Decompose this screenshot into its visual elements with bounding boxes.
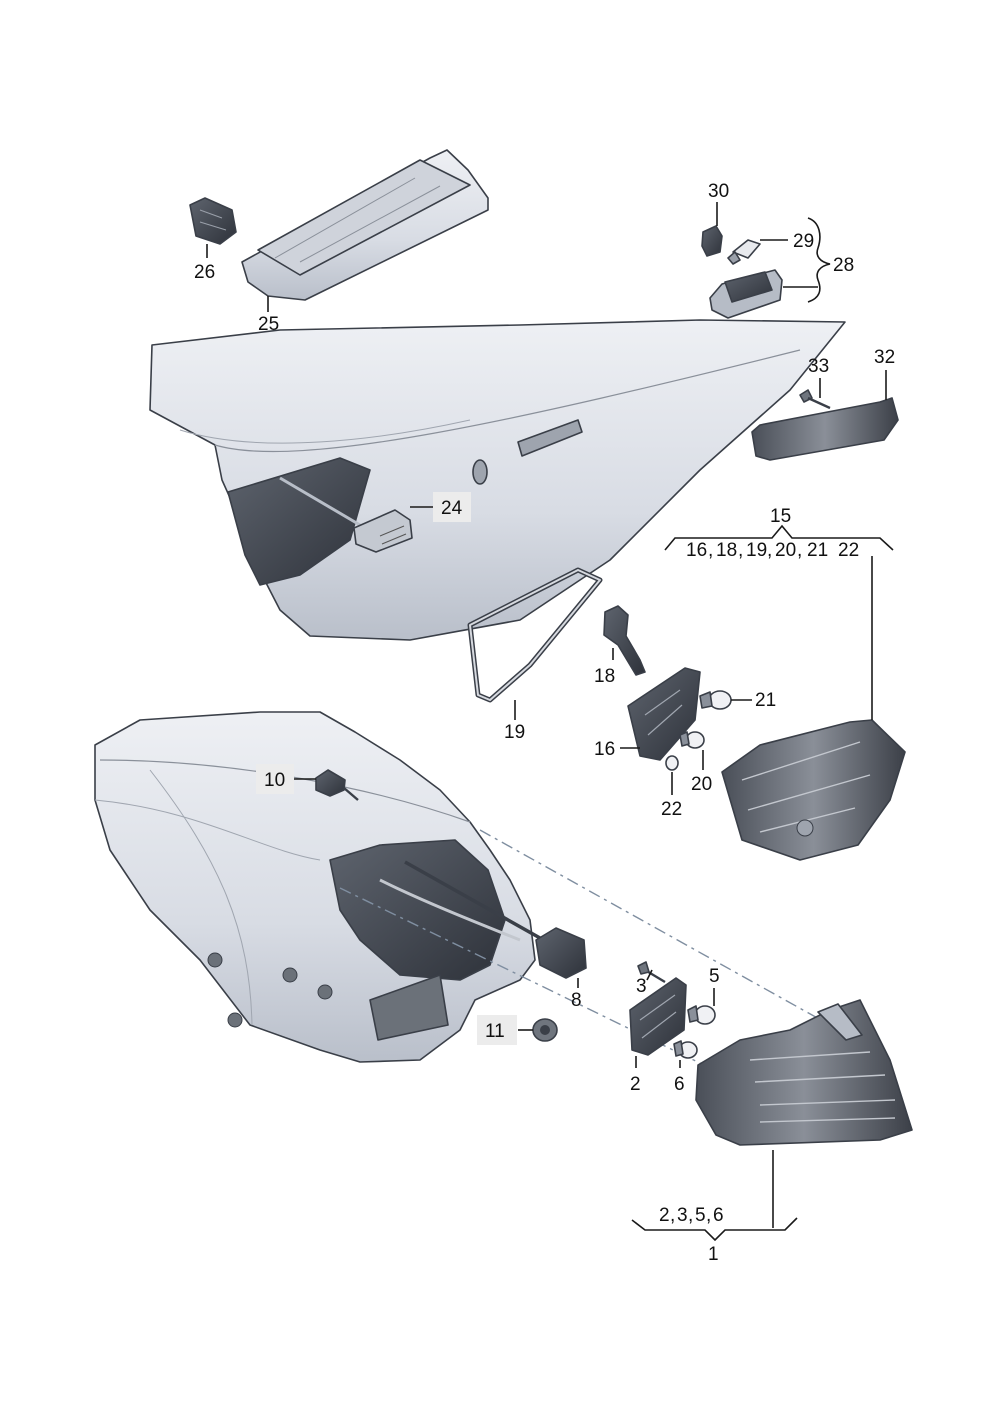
- callout-26: 26: [194, 262, 215, 283]
- boot-lid: [149, 319, 846, 641]
- callout-33: 33: [808, 356, 829, 377]
- group1-member: 3: [677, 1205, 688, 1226]
- callout-6: 6: [674, 1074, 685, 1095]
- part-25-high-level-brake-light: [241, 149, 489, 301]
- group15-member: 22: [838, 540, 859, 561]
- callout-15: 15: [770, 506, 791, 527]
- group15-member: 20: [775, 540, 796, 561]
- callout-18: 18: [594, 666, 615, 687]
- part-10-sensor: [315, 769, 359, 801]
- part-11-grommet: [532, 1018, 558, 1042]
- part-24-connector: [353, 509, 413, 553]
- callout-bg-24: [433, 492, 471, 522]
- group1-separator: ,: [688, 1205, 693, 1226]
- callout-28: 28: [833, 255, 854, 276]
- callout-10: 10: [264, 770, 285, 791]
- callout-2: 2: [630, 1074, 641, 1095]
- group1-member: 6: [713, 1205, 724, 1226]
- callout-20: 20: [691, 774, 712, 795]
- bracket-15: [664, 524, 894, 551]
- group15-member: 16: [686, 540, 707, 561]
- group-1-members: 2 , 3 , 5 , 6: [659, 1205, 724, 1226]
- alignment-line-upper: [479, 829, 831, 1026]
- callout-30: 30: [708, 181, 729, 202]
- part-20-bulb: [679, 731, 705, 749]
- callout-19: 19: [504, 722, 525, 743]
- part-18-bracket: [603, 605, 646, 676]
- part-30-bulb-holder: [701, 225, 723, 257]
- callout-24: 24: [441, 498, 463, 519]
- part-16-bulb-carrier: [627, 667, 701, 761]
- callout-22: 22: [661, 799, 682, 820]
- part-1-outer-tail-light: [695, 999, 913, 1146]
- callout-bg-11: [477, 1015, 517, 1045]
- part-2-bulb-carrier: [629, 977, 687, 1056]
- part-22-bulb: [665, 755, 679, 771]
- bracket-28: [807, 217, 831, 303]
- group15-separator: ,: [797, 540, 802, 561]
- part-32-reflector: [751, 397, 899, 461]
- part-5-bulb: [687, 1005, 716, 1025]
- group1-separator: ,: [706, 1205, 711, 1226]
- group15-separator: ,: [708, 540, 713, 561]
- part-15-inner-tail-light: [721, 719, 906, 861]
- callout-16: 16: [594, 739, 615, 760]
- part-26-connector: [189, 197, 237, 245]
- leader-lines: [206, 202, 887, 1228]
- rear-quarter-panel: [94, 711, 536, 1063]
- group-15-members: 16 , 18 , 19 , 20 , 21 22: [686, 540, 859, 561]
- group1-separator: ,: [670, 1205, 675, 1226]
- part-8-harness-connector: [404, 860, 587, 979]
- part-28-licence-plate-light: [709, 269, 783, 319]
- callout-bg-10: [256, 764, 294, 794]
- part-21-bulb: [699, 690, 732, 710]
- group1-member: 2: [659, 1205, 670, 1226]
- part-29-bulb: [727, 239, 761, 265]
- bracket-1: [631, 1217, 798, 1242]
- group15-separator: ,: [767, 540, 772, 561]
- group15-separator: ,: [738, 540, 743, 561]
- group15-member: 18: [716, 540, 737, 561]
- group15-member: 21: [807, 540, 828, 561]
- callout-11: 11: [485, 1021, 505, 1042]
- callout-1: 1: [708, 1244, 719, 1265]
- callout-5: 5: [709, 966, 720, 987]
- callout-21: 21: [755, 690, 776, 711]
- group15-member: 19: [746, 540, 767, 561]
- callout-8: 8: [571, 990, 582, 1011]
- part-33-screw: [799, 389, 831, 410]
- callout-32: 32: [874, 347, 895, 368]
- callout-29: 29: [793, 231, 814, 252]
- group1-member: 5: [695, 1205, 706, 1226]
- part-6-bulb: [673, 1040, 698, 1059]
- callout-25: 25: [258, 314, 279, 335]
- part-3-screw: [637, 961, 666, 984]
- callout-3: 3: [636, 976, 647, 997]
- part-19-gasket: [467, 567, 603, 703]
